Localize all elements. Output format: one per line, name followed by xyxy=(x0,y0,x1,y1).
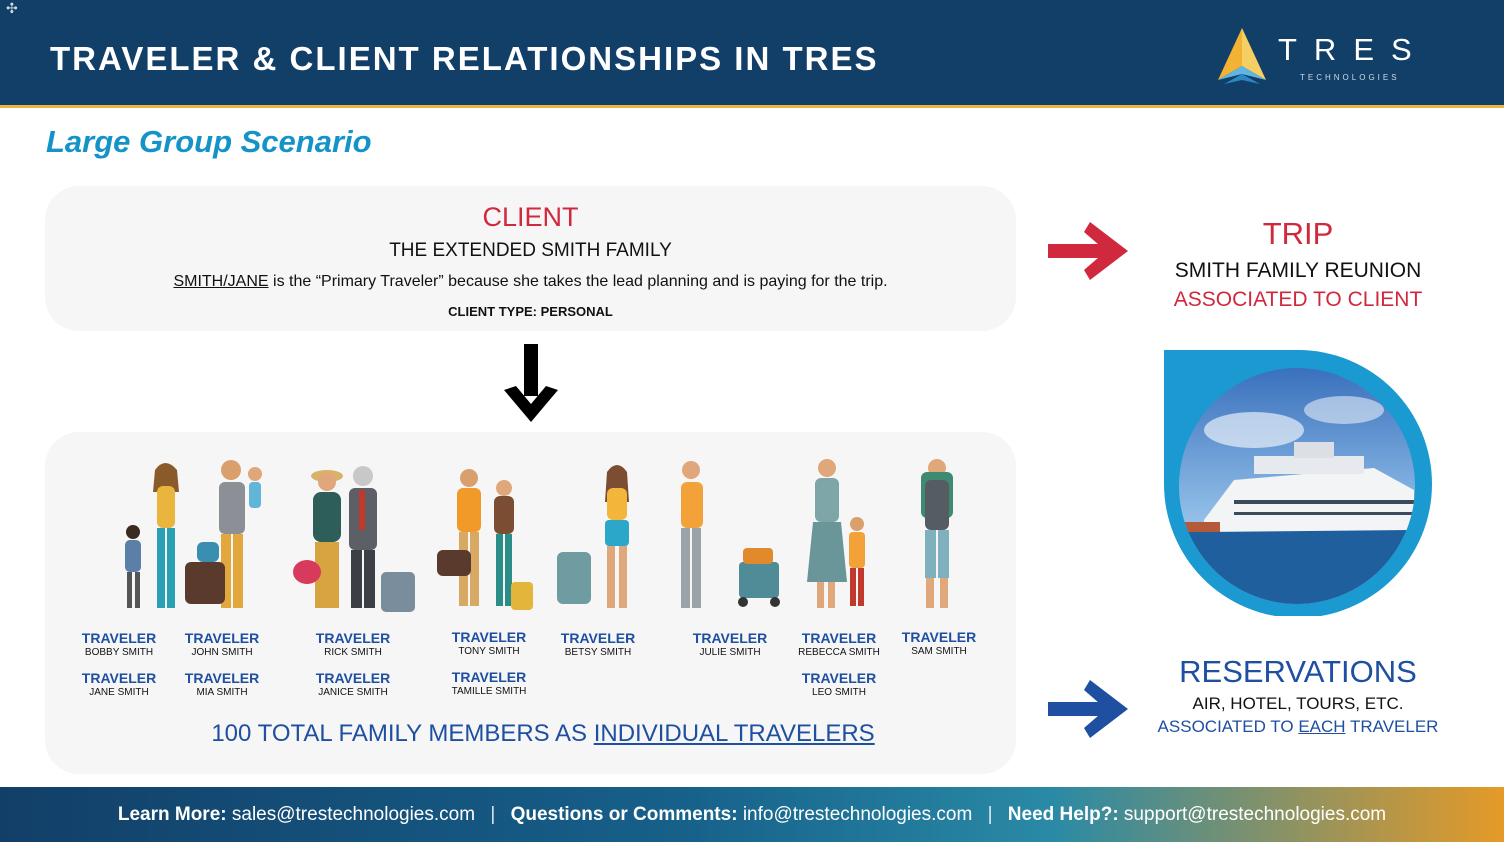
traveler-mia: TRAVELER MIA SMITH xyxy=(162,670,282,700)
client-description-text: is the “Primary Traveler” because she ta… xyxy=(268,273,888,290)
traveler-role-label: TRAVELER xyxy=(692,630,768,646)
traveler-role-label: TRAVELER xyxy=(451,629,527,645)
page-title: TRAVELER & CLIENT RELATIONSHIPS IN TRES xyxy=(50,40,879,77)
traveler-jane: TRAVELER JANE SMITH xyxy=(59,670,179,700)
traveler-role-label: TRAVELER xyxy=(81,630,157,646)
traveler-name: JOHN SMITH xyxy=(191,647,253,658)
primary-traveler-link[interactable]: SMITH/JANE xyxy=(173,273,269,290)
questions-label: Questions or Comments: xyxy=(510,804,738,825)
client-name: THE EXTENDED SMITH FAMILY xyxy=(389,240,672,261)
reservations-assoc-prefix: ASSOCIATED TO xyxy=(1157,717,1299,736)
traveler-john: TRAVELER JOHN SMITH xyxy=(162,630,282,660)
traveler-rebecca: TRAVELER REBECCA SMITH xyxy=(779,630,899,660)
family-illustrations xyxy=(125,459,953,612)
traveler-role-label: TRAVELER xyxy=(901,629,977,645)
traveler-role-label: TRAVELER xyxy=(801,670,877,686)
trip-heading: TRIP xyxy=(1262,216,1334,251)
traveler-bobby: TRAVELER BOBBY SMITH xyxy=(59,630,179,660)
traveler-name: TONY SMITH xyxy=(458,646,520,657)
traveler-name: TAMILLE SMITH xyxy=(451,686,527,697)
footer-separator: | xyxy=(490,804,496,825)
total-travelers-text: 100 TOTAL FAMILY MEMBERS AS xyxy=(211,720,594,747)
family-group-1-figure xyxy=(125,460,262,608)
trip-association: ASSOCIATED TO CLIENT xyxy=(1173,288,1423,311)
traveler-name: REBECCA SMITH xyxy=(798,647,880,658)
traveler-janice: TRAVELER JANICE SMITH xyxy=(293,670,413,700)
traveler-rick: TRAVELER RICK SMITH xyxy=(293,630,413,660)
traveler-name: SAM SMITH xyxy=(911,646,967,657)
arrow-right-icon xyxy=(1048,680,1128,738)
traveler-betsy-figure xyxy=(557,465,629,608)
family-group-3-figure xyxy=(437,469,533,610)
tres-logo: TRES TECHNOLOGIES xyxy=(1212,26,1442,86)
sales-email-link[interactable]: sales@trestechnologies.com xyxy=(226,804,476,825)
client-type: CLIENT TYPE: PERSONAL xyxy=(448,304,613,319)
arrow-down-icon xyxy=(504,344,558,422)
traveler-name: JANICE SMITH xyxy=(318,687,388,698)
reservations-heading: RESERVATIONS xyxy=(1179,654,1417,689)
traveler-name: BETSY SMITH xyxy=(564,647,632,658)
traveler-sam: TRAVELER SAM SMITH xyxy=(879,629,999,659)
traveler-role-label: TRAVELER xyxy=(560,630,636,646)
traveler-name: JANE SMITH xyxy=(89,687,149,698)
travelers-panel: TRAVELER BOBBY SMITH TRAVELER JANE SMITH… xyxy=(45,432,1016,774)
traveler-rebecca-figure xyxy=(807,459,865,608)
traveler-role-label: TRAVELER xyxy=(184,670,260,686)
traveler-role-label: TRAVELER xyxy=(81,670,157,686)
traveler-betsy: TRAVELER BETSY SMITH xyxy=(538,630,658,660)
reservations-assoc-each: EACH xyxy=(1298,717,1346,736)
header-bar: ✣ TRAVELER & CLIENT RELATIONSHIPS IN TRE… xyxy=(0,0,1504,108)
scenario-subtitle: Large Group Scenario xyxy=(46,124,372,159)
trip-name: SMITH FAMILY REUNION xyxy=(1174,259,1422,282)
traveler-role-label: TRAVELER xyxy=(315,630,391,646)
traveler-role-label: TRAVELER xyxy=(315,670,391,686)
individual-travelers-link[interactable]: INDIVIDUAL TRAVELERS xyxy=(593,720,875,747)
traveler-name: RICK SMITH xyxy=(324,647,382,658)
footer-separator: | xyxy=(987,804,993,825)
reservations-items: AIR, HOTEL, TOURS, ETC. xyxy=(1192,694,1404,713)
support-email-link[interactable]: support@trestechnologies.com xyxy=(1118,804,1387,825)
traveler-julie: TRAVELER JULIE SMITH xyxy=(670,630,790,660)
traveler-name: BOBBY SMITH xyxy=(84,647,154,658)
total-travelers-line: 100 TOTAL FAMILY MEMBERS AS INDIVIDUAL T… xyxy=(45,720,1041,748)
move-cursor-icon: ✣ xyxy=(6,0,18,16)
info-email-link[interactable]: info@trestechnologies.com xyxy=(737,804,973,825)
family-group-2-figure xyxy=(293,466,415,612)
tres-logo-icon xyxy=(1218,28,1266,84)
client-heading: CLIENT xyxy=(482,202,579,232)
client-panel: CLIENT THE EXTENDED SMITH FAMILY SMITH/J… xyxy=(45,186,1016,331)
learn-more-label: Learn More: xyxy=(117,804,227,825)
traveler-role-label: TRAVELER xyxy=(184,630,260,646)
traveler-tamille: TRAVELER TAMILLE SMITH xyxy=(429,669,549,699)
footer-bar: Learn More: sales@trestechnologies.com |… xyxy=(0,787,1504,842)
traveler-tony: TRAVELER TONY SMITH xyxy=(429,629,549,659)
traveler-name: JULIE SMITH xyxy=(699,647,761,658)
footer-contacts: Learn More: sales@trestechnologies.com |… xyxy=(0,804,1504,826)
client-description: SMITH/JANE is the “Primary Traveler” bec… xyxy=(45,273,1016,291)
reservations-association: ASSOCIATED TO EACH TRAVELER xyxy=(1150,717,1446,737)
reservations-assoc-suffix: TRAVELER xyxy=(1345,717,1439,736)
need-help-label: Need Help?: xyxy=(1007,804,1119,825)
logo-wordmark: TRES xyxy=(1278,32,1429,67)
cruise-ship-image xyxy=(1164,350,1432,616)
traveler-role-label: TRAVELER xyxy=(801,630,877,646)
traveler-role-label: TRAVELER xyxy=(451,669,527,685)
traveler-sam-figure xyxy=(921,459,953,608)
traveler-leo: TRAVELER LEO SMITH xyxy=(779,670,899,700)
arrow-right-icon xyxy=(1048,222,1128,280)
logo-subtitle: TECHNOLOGIES xyxy=(1300,73,1400,82)
traveler-name: LEO SMITH xyxy=(812,687,866,698)
traveler-name: MIA SMITH xyxy=(196,687,248,698)
traveler-julie-figure xyxy=(681,461,780,608)
